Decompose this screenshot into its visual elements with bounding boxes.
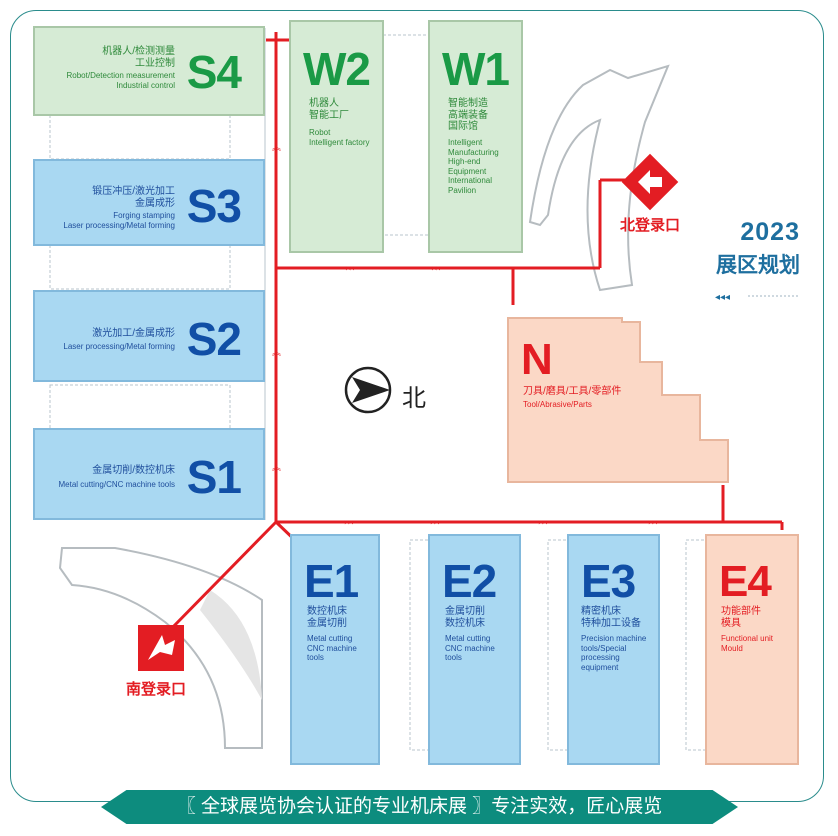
hall-e2-code: E2 [442,555,497,607]
hall-s1[interactable]: 金属切削/数控机床 Metal cutting/CNC machine tool… [33,428,265,520]
south-entrance-badge [138,625,184,671]
hall-s2-code: S2 [186,313,242,365]
hall-w1[interactable]: W1 智能制造 高端装备 国际馆 Intelligent Manufacturi… [428,20,523,253]
svg-text:›››: ››› [648,518,659,528]
slogan-banner: 〖 全球展览协会认证的专业机床展 〗专注实效，匠心展览 [101,790,738,824]
svg-text:◂◂◂: ◂◂◂ [715,292,730,303]
svg-text:︽: ︽ [272,348,281,358]
hall-n-cn: 刀具/磨具/工具/零部件 [523,386,622,397]
hall-s4-code: S4 [186,46,242,98]
plan-title: 2023 展区规划 [700,218,800,279]
hall-s1-code: S1 [186,451,242,503]
north-entrance-label: 北登录口 [620,217,681,234]
svg-text:›››: ››› [344,518,355,528]
compass-icon [344,366,392,414]
hall-s2[interactable]: 激光加工/金属成形 Laser processing/Metal forming… [33,290,265,382]
hall-s2-en: Laser processing/Metal forming [63,342,175,351]
hall-s4[interactable]: 机器人/检测测量 工业控制 Robot/Detection measuremen… [33,26,265,116]
compass-label: 北 [402,385,426,412]
svg-text:‹‹‹: ‹‹‹ [344,264,355,274]
plan-year: 2023 [740,218,800,246]
hall-e1-code: E1 [304,555,359,607]
hall-s3-en: Forging stamping Laser processing/Metal … [63,211,175,230]
hall-e2-cn: 金属切削 数控机床 [445,606,485,629]
hall-e1-en: Metal cutting CNC machine tools [307,634,357,662]
hall-s3-cn: 锻压冲压/激光加工 金属成形 [92,186,175,209]
hall-e3-code: E3 [581,555,636,607]
svg-text:‹‹‹: ‹‹‹ [430,264,441,274]
svg-text:︽: ︽ [272,463,281,473]
hall-w1-code: W1 [442,43,510,95]
hall-s2-cn: 激光加工/金属成形 [92,328,175,339]
hall-s4-en: Robot/Detection measurement Industrial c… [66,71,176,90]
hall-e4-code: E4 [719,557,772,606]
hall-e3[interactable]: E3 精密机床 特种加工设备 Precision machine tools/S… [567,534,660,765]
hall-n-code: N [521,335,553,384]
south-building-court [200,590,262,700]
hall-e4[interactable]: E4 功能部件 模具 Functional unit Mould [705,534,799,765]
hall-e2[interactable]: E2 金属切削 数控机床 Metal cutting CNC machine t… [428,534,521,765]
plan-legend-mark: ◂◂◂ [715,292,800,303]
hall-s1-cn: 金属切削/数控机床 [92,465,175,476]
hall-w2-code: W2 [303,43,371,95]
hall-e4-en: Functional unit Mould [721,634,774,653]
north-entrance-building [528,64,670,292]
svg-text:›››: ››› [430,518,441,528]
hall-s3-code: S3 [186,180,242,232]
walkways [168,32,784,632]
hall-e3-cn: 精密机床 特种加工设备 [581,606,641,629]
hall-w2-cn: 机器人 智能工厂 [309,98,349,121]
hall-e4-cn: 功能部件 模具 [721,606,761,629]
hall-w2[interactable]: W2 机器人 智能工厂 Robot Intelligent factory [289,20,384,253]
direction-chevrons: ‹‹‹ ‹‹‹ ››› ››› ››› ››› ︽ ︽ ︽ [272,143,659,528]
svg-text:︽: ︽ [272,143,281,153]
hall-n-en: Tool/Abrasive/Parts [523,400,592,409]
south-entrance-label: 南登录口 [126,681,187,698]
hall-w2-en: Robot Intelligent factory [309,128,370,147]
hall-e3-en: Precision machine tools/Special processi… [581,634,647,672]
svg-text:›››: ››› [538,518,549,528]
plan-subtitle: 展区规划 [716,254,800,277]
hall-w1-en: Intelligent Manufacturing High-end Equip… [448,138,499,195]
hall-e1-cn: 数控机床 金属切削 [307,606,347,629]
hall-w1-cn: 智能制造 高端装备 国际馆 [448,98,488,132]
hall-e2-en: Metal cutting CNC machine tools [445,634,495,662]
hall-e1[interactable]: E1 数控机床 金属切削 Metal cutting CNC machine t… [290,534,380,765]
hall-s3[interactable]: 锻压冲压/激光加工 金属成形 Forging stamping Laser pr… [33,159,265,246]
hall-s1-en: Metal cutting/CNC machine tools [58,480,176,489]
hall-s4-cn: 机器人/检测测量 工业控制 [102,46,175,69]
